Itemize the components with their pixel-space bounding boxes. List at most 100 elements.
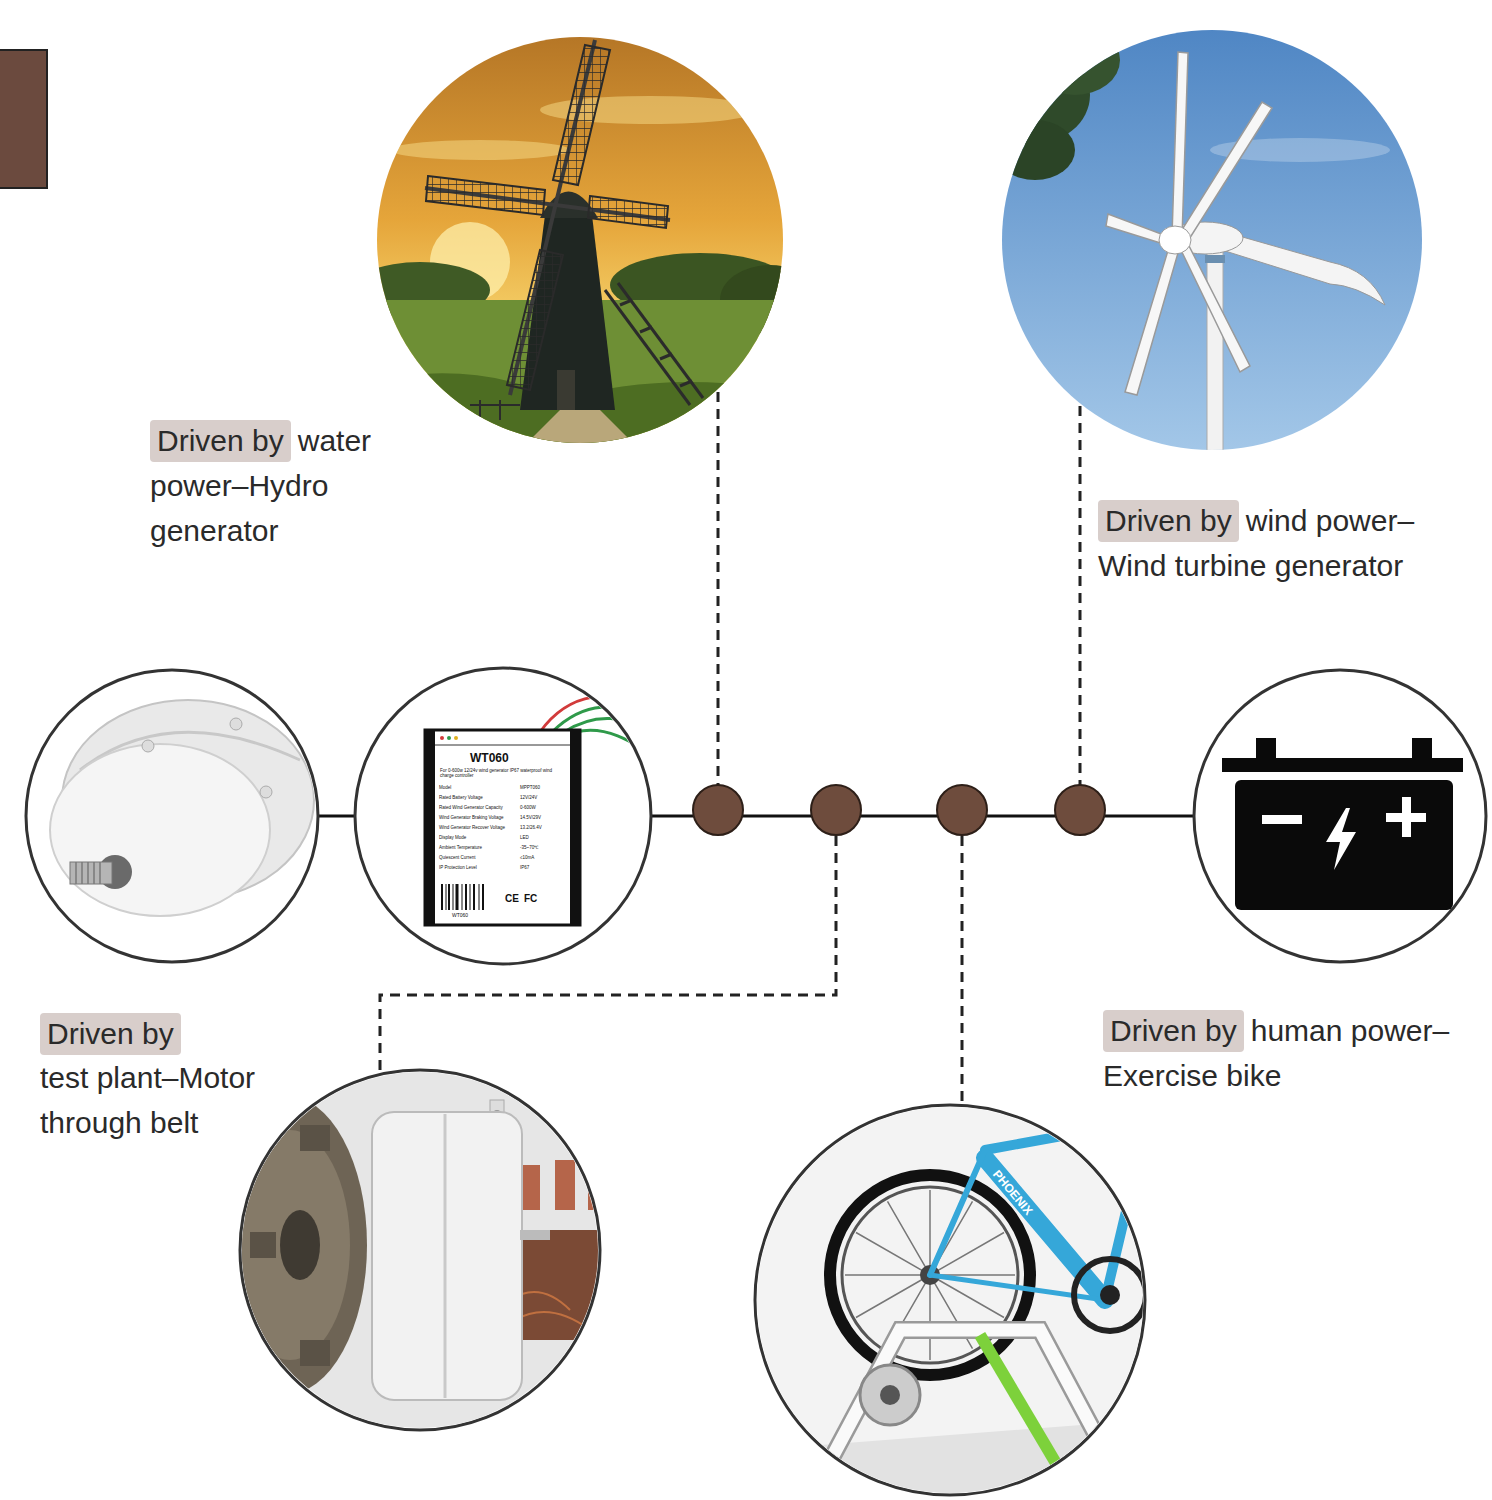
- windmill-picture-part: [390, 140, 570, 160]
- wind-turbine-picture-part: [1205, 255, 1225, 263]
- controller-picture-part: [425, 730, 580, 925]
- controller-print: WT060: [470, 752, 509, 766]
- controller-print: IP Protection Level: [439, 865, 477, 870]
- junction-dots: [693, 785, 1105, 835]
- controller-picture-part: [447, 736, 451, 740]
- controller-picture-part: [570, 730, 580, 925]
- caption-tag: Driven by: [1098, 500, 1239, 542]
- windmill-picture-part-part: [479, 400, 481, 420]
- controller-picture-part-part: [482, 884, 484, 910]
- controller-picture-part: [440, 736, 444, 740]
- wind-turbine-picture-part-part: [1178, 102, 1272, 244]
- test-plant-picture-part: [300, 1125, 330, 1151]
- dashed-leaders: [380, 392, 1080, 1106]
- controller-print: MPPT060: [520, 785, 540, 790]
- battery-symbol-part: [1262, 815, 1302, 824]
- controller-picture-part: [425, 730, 435, 925]
- controller-print: Rated Battery Voltage: [439, 795, 483, 800]
- caption-tag: Driven by: [1103, 1010, 1244, 1052]
- junction-dots-part: [937, 785, 987, 835]
- caption-text: test plant–Motor through belt: [40, 1061, 255, 1139]
- windmill-picture-part: [520, 410, 640, 450]
- test-plant-picture-part: [203, 1095, 367, 1395]
- test-plant-picture-part: [520, 1230, 550, 1240]
- controller-picture-part-part: [456, 884, 459, 910]
- generator-picture-part-part: [81, 862, 83, 884]
- caption-box: Driven bywind power–Wind turbine generat…: [1098, 498, 1458, 588]
- controller-print: LED: [520, 835, 529, 840]
- controller-picture: [425, 696, 660, 925]
- windmill-picture-part-part: [640, 327, 652, 332]
- corner-block: [0, 50, 47, 188]
- test-plant-picture-part: [372, 1112, 522, 1400]
- controller-print: Model: [439, 785, 451, 790]
- junction-dots-part: [811, 785, 861, 835]
- controller-print: Quiescent Current: [439, 855, 476, 860]
- windmill-picture-part: [557, 370, 575, 410]
- controller-picture-part-part: [479, 884, 480, 910]
- test-plant-picture-part-part: [555, 1160, 575, 1210]
- test-plant-picture-part-part: [515, 1312, 590, 1330]
- test-plant-picture-part: [444, 1114, 447, 1398]
- controller-print: ≤10mA: [520, 855, 534, 860]
- controller-print: Wind Generator Braking Voltage: [439, 815, 504, 820]
- wind-turbine-picture: [970, 25, 1424, 460]
- exercise-bike-picture-part-part: [1105, 1110, 1150, 1300]
- generator-picture-part: [142, 740, 154, 752]
- wind-turbine-picture-part-part: [1178, 240, 1250, 372]
- picture-circles-part: [1194, 670, 1486, 962]
- exercise-bike-picture-part: [820, 1330, 1120, 1480]
- exercise-bike-picture-part: [1074, 1259, 1146, 1331]
- picture-circles-part: [26, 670, 318, 962]
- windmill-picture-part-part: [470, 404, 520, 406]
- exercise-bike-picture: [755, 1105, 1150, 1495]
- junction-dots-part: [693, 785, 743, 835]
- generator-picture-part-part: [99, 862, 101, 884]
- controller-picture-part-part: [470, 884, 471, 910]
- controller-print: WT060: [452, 913, 468, 919]
- battery-symbol-part: [1402, 797, 1411, 837]
- windmill-picture-part-part: [605, 290, 690, 405]
- picture-circles: [26, 668, 1486, 1495]
- caption-box: Driven bytest plant–Motor through belt: [40, 1013, 340, 1145]
- windmill-picture-part: [605, 283, 703, 405]
- picture-circles-part: [755, 1105, 1145, 1495]
- caption-box: Driven byhuman power–Exercise bike: [1103, 1008, 1473, 1098]
- generator-picture-part: [260, 786, 272, 798]
- generator-picture-part: [50, 744, 270, 916]
- picture-circles-part: [355, 668, 651, 964]
- controller-print: 14.5V/29V: [520, 815, 541, 820]
- exercise-bike-picture-part-part: [930, 1150, 985, 1275]
- windmill-picture-part-part: [553, 45, 610, 185]
- test-plant-picture-part: [520, 1160, 608, 1210]
- windmill-picture-part-part: [660, 354, 672, 359]
- test-plant-picture: [203, 1070, 608, 1430]
- wind-turbine-picture-part: [1159, 226, 1191, 254]
- exercise-bike-picture-part-part: [985, 1158, 1105, 1300]
- controller-picture-part-part: [441, 884, 443, 910]
- windmill-picture-part-part: [618, 283, 703, 398]
- battery-symbol: [1222, 738, 1463, 910]
- exercise-bike-picture-part: [860, 1365, 920, 1425]
- test-plant-picture-part: [300, 1340, 330, 1366]
- battery-symbol-part: [1235, 780, 1453, 910]
- generator-picture: [50, 700, 314, 916]
- exercise-bike-picture-part: [820, 1330, 1120, 1480]
- generator-picture-part-part: [87, 862, 89, 884]
- exercise-bike-picture-part: [980, 1335, 1060, 1470]
- windmill-picture: [350, 35, 820, 450]
- controller-print: 0-600W: [520, 805, 536, 810]
- controller-picture-part-part: [453, 884, 454, 910]
- exercise-bike-picture-part: [930, 1110, 1150, 1300]
- controller-picture-part-part: [473, 884, 475, 910]
- controller-picture-part: [454, 736, 458, 740]
- windmill-picture-part: [425, 40, 670, 395]
- test-plant-picture-part: [230, 1130, 350, 1360]
- dashed-leaders-part: [1079, 406, 1082, 785]
- windmill-picture-part-part: [426, 176, 545, 215]
- windmill-picture-part-part: [620, 300, 632, 305]
- controller-print: CE: [505, 893, 519, 905]
- controller-picture-part-part: [465, 884, 467, 910]
